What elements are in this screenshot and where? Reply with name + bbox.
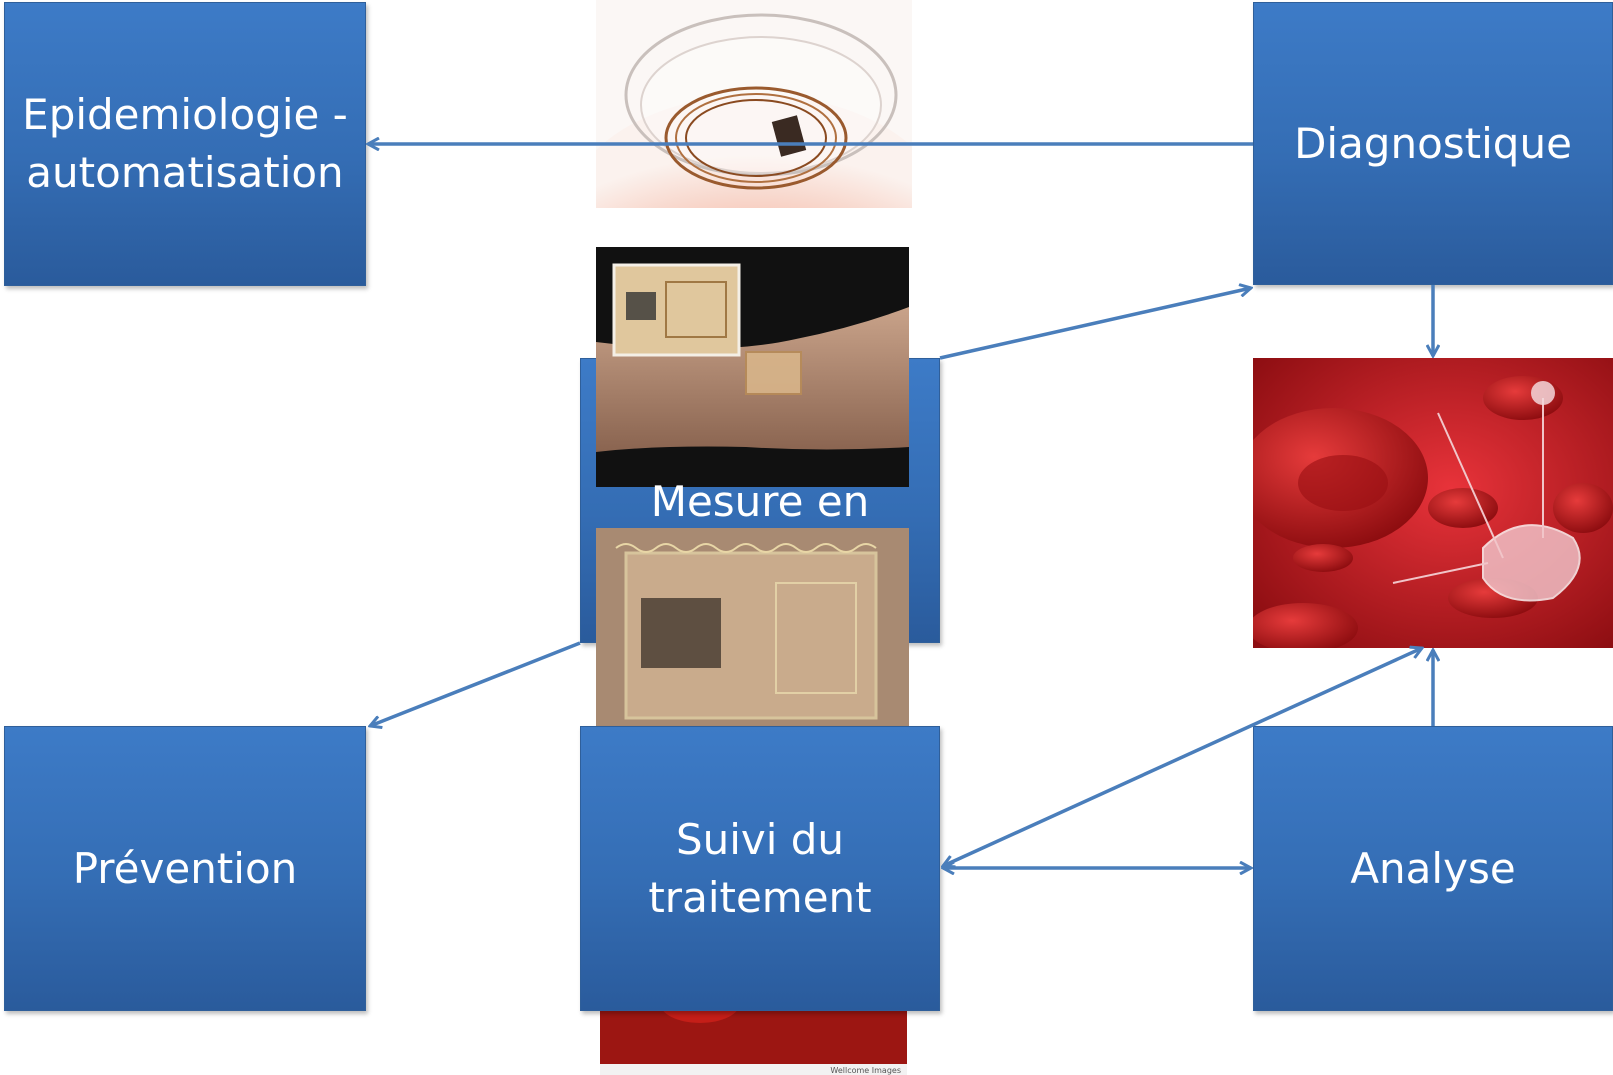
node-suivi-label: Suivi du traitement — [648, 814, 872, 922]
node-mesure-label: Mesure en — [650, 477, 870, 526]
arrow-blood-suivi — [943, 648, 1422, 866]
node-prevention-label: Prévention — [72, 843, 298, 893]
nanobot-blood-photo — [1253, 358, 1613, 648]
contact-lens-photo — [596, 0, 912, 208]
watermark-label: Wellcome Images — [830, 1066, 901, 1075]
node-suivi: Suivi du traitement — [580, 726, 940, 1011]
node-prevention: Prévention — [4, 726, 366, 1011]
node-diagnostique-label: Diagnostique — [1294, 118, 1572, 168]
arrow-mesure-to-diagnostique — [939, 288, 1251, 360]
node-epidemiologie-label: Epidemiologie - automatisation — [22, 90, 348, 197]
skin-circuit-photo — [596, 528, 909, 728]
node-diagnostique: Diagnostique — [1253, 2, 1613, 285]
node-epidemiologie: Epidemiologie - automatisation — [4, 2, 366, 286]
arrow-mesure-to-prevention — [370, 641, 581, 726]
wrist-patch-photo — [596, 247, 909, 487]
